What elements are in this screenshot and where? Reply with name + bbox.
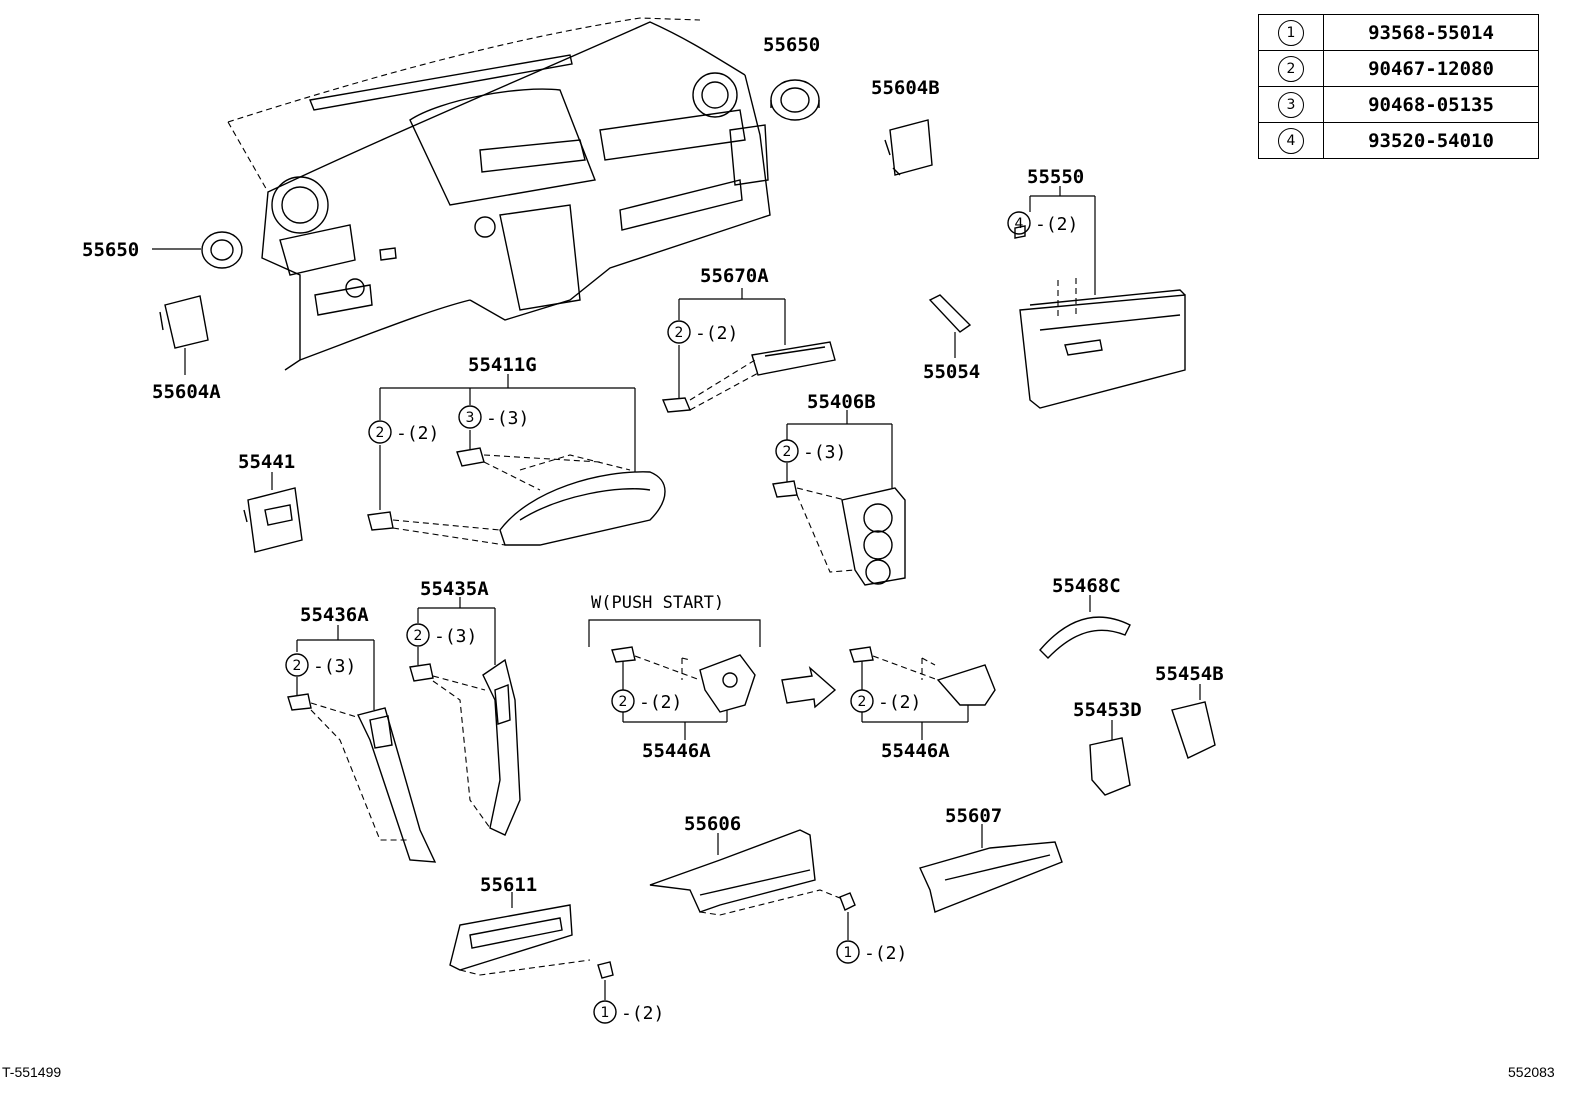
callout-ref: 2: [858, 694, 867, 710]
legend-row: 1 93568-55014: [1258, 14, 1539, 51]
callout-qty: -(2): [864, 943, 907, 964]
legend-part-number: 90467-12080: [1323, 50, 1539, 87]
callout: 2 -(3): [775, 439, 846, 463]
part-label: 55670A: [700, 265, 769, 287]
legend-row: 2 90467-12080: [1258, 50, 1539, 87]
center-panel-55406B: [772, 410, 906, 586]
arrow-icon: [781, 665, 837, 709]
callout-qty: -(2): [396, 423, 439, 444]
part-label: 55446A: [642, 740, 711, 762]
callout-ref: 2: [376, 425, 385, 441]
part-label: 55607: [945, 805, 1002, 827]
callout-ref: 3: [466, 410, 475, 426]
ref-circle: 2: [1278, 55, 1304, 82]
side-panel-55435A: [409, 597, 521, 836]
part-label: 55650: [763, 34, 820, 56]
cluster-panel-55411G: [367, 374, 666, 546]
callout: 2 -(3): [406, 623, 477, 647]
footer-right-code: 552083: [1508, 1064, 1555, 1080]
callout-qty: -(2): [878, 692, 921, 713]
callout: 4 -(2): [1007, 211, 1078, 235]
retainer-55468C: [1039, 595, 1131, 659]
duct-55670A: [661, 288, 836, 413]
callout: 2 -(2): [850, 689, 921, 713]
callout-qty: -(2): [639, 692, 682, 713]
ref-circle: 4: [1278, 127, 1304, 154]
legend-part-number: 93568-55014: [1323, 14, 1539, 51]
callout-ref: 4: [1015, 216, 1024, 232]
push-start-group: [588, 619, 761, 740]
callout-qty: -(3): [486, 408, 529, 429]
callout-ref: 2: [293, 658, 302, 674]
part-label: 55606: [684, 813, 741, 835]
part-label: 55446A: [881, 740, 950, 762]
side-panel-55436A: [287, 625, 437, 863]
part-label: 55611: [480, 874, 537, 896]
callout-ref: 2: [619, 694, 628, 710]
callout-qty: -(2): [1035, 214, 1078, 235]
legend-row: 3 90468-05135: [1258, 86, 1539, 123]
part-label: 55604B: [871, 77, 940, 99]
part-label: 55411G: [468, 354, 537, 376]
brace-55606: [649, 829, 856, 940]
footer-left-code: T-551499: [2, 1064, 61, 1080]
part-label: 55441: [238, 451, 295, 473]
callout-ref: 2: [783, 444, 792, 460]
legend-row: 4 93520-54010: [1258, 122, 1539, 159]
cover-55611: [449, 892, 614, 1000]
callout: 2 -(2): [667, 320, 738, 344]
ref-circle: 1: [1278, 19, 1304, 46]
brace-55607: [919, 824, 1063, 913]
glove-box-55550: [1014, 186, 1186, 409]
part-label: 55650: [82, 239, 139, 261]
callout: 3 -(3): [458, 405, 529, 429]
part-label: 55406B: [807, 391, 876, 413]
part-number-legend: 1 93568-55014 2 90467-12080 3 90468-0513…: [1258, 14, 1539, 159]
part-label: 55454B: [1155, 663, 1224, 685]
bracket-55604B: [884, 119, 933, 176]
callout: 2 -(2): [611, 689, 682, 713]
callout: 2 -(3): [285, 653, 356, 677]
part-label: 55604A: [152, 381, 221, 403]
instrument-panel-drawing: [227, 17, 771, 371]
callout: 1 -(2): [836, 940, 907, 964]
vent-55650-left: [152, 231, 243, 269]
variant-note: W(PUSH START): [591, 593, 724, 613]
vent-55650-top: [770, 79, 820, 121]
callout-ref: 2: [414, 628, 423, 644]
callout-ref: 2: [675, 325, 684, 341]
bracket-55453D: [1089, 720, 1131, 796]
callout: 2 -(2): [368, 420, 439, 444]
callout-ref: 1: [844, 945, 853, 961]
damper-55054: [928, 294, 972, 358]
callout-qty: -(2): [695, 323, 738, 344]
part-label: 55435A: [420, 578, 489, 600]
pocket-55441: [243, 472, 303, 553]
part-label: 55054: [923, 361, 980, 383]
ref-circle: 3: [1278, 91, 1304, 118]
part-label: 55453D: [1073, 699, 1142, 721]
callout: 1 -(2): [593, 1000, 664, 1024]
legend-part-number: 90468-05135: [1323, 86, 1539, 123]
legend-part-number: 93520-54010: [1323, 122, 1539, 159]
switch-base-55446A: [849, 646, 996, 740]
part-label: 55550: [1027, 166, 1084, 188]
part-label: 55468C: [1052, 575, 1121, 597]
part-label: 55436A: [300, 604, 369, 626]
callout-qty: -(3): [434, 626, 477, 647]
callout-qty: -(2): [621, 1003, 664, 1024]
callout-qty: -(3): [803, 442, 846, 463]
callout-qty: -(3): [313, 656, 356, 677]
callout-ref: 1: [601, 1005, 610, 1021]
bracket-55604A: [159, 295, 209, 375]
bracket-55454B: [1171, 684, 1216, 759]
